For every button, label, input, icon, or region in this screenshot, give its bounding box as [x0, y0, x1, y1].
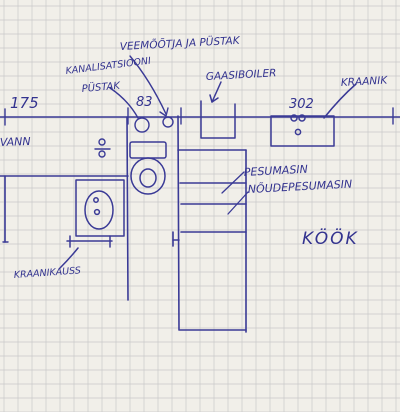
label-water-meter: VEEMÕÕTJA JA PÜSTAK	[119, 34, 241, 53]
kitchen-counter-left	[177, 115, 180, 331]
right-sink-arrow	[323, 83, 357, 119]
right-faucet-b	[298, 114, 306, 122]
boiler-arrow	[211, 81, 222, 103]
bath-tap-a	[98, 138, 106, 146]
label-dim-175: 175	[10, 94, 39, 112]
washbasin-drain	[93, 208, 101, 216]
dishwasher-arrow	[227, 191, 249, 215]
boiler-arrowhead	[209, 94, 219, 103]
toilet-seat	[139, 168, 157, 188]
right-drain	[294, 128, 302, 136]
right-sink-basin	[270, 115, 335, 147]
sewer-riser-circle	[134, 117, 150, 133]
toilet-symbol	[129, 141, 167, 195]
label-dim-83: 83	[136, 95, 153, 110]
toilet-tank	[129, 141, 167, 159]
dimension-ticks	[4, 107, 394, 126]
label-dim-302: 302	[289, 97, 314, 112]
label-arrows	[221, 171, 249, 215]
label-sewer-riser-2: PÜSTAK	[81, 79, 122, 95]
bath-tap-b	[98, 150, 106, 158]
right-sink-symbol	[270, 83, 357, 147]
washbasin-frame	[75, 179, 125, 237]
label-sewer-riser-1: KANALISATSIOONI	[65, 56, 152, 77]
boiler-box	[200, 100, 236, 139]
washbasin-tap	[93, 197, 99, 203]
water-riser-arrowhead	[159, 107, 169, 117]
partition-wall	[126, 116, 129, 301]
riser-symbols	[109, 55, 174, 133]
label-washing-machine: PESUMASIN	[243, 163, 308, 179]
label-kitchen: KÖÖK	[302, 227, 359, 249]
gas-boiler-symbol	[200, 81, 236, 139]
washbasin-symbol	[59, 179, 125, 269]
washbasin-bowl	[84, 190, 114, 230]
label-bath: VANN	[0, 135, 31, 149]
water-riser-arrow	[129, 55, 167, 115]
label-dishwasher: NÕUDEPESUMASIN	[247, 178, 352, 196]
label-faucet-right: KRAANIK	[341, 75, 389, 89]
washbasin-label-arrow	[59, 247, 79, 269]
label-gas-boiler: GAASIBOILER	[206, 67, 277, 83]
water-riser-circle	[162, 116, 174, 128]
sewer-riser-arrow	[109, 87, 139, 119]
toilet-bowl	[130, 157, 166, 195]
bath-fixture	[2, 138, 111, 243]
right-faucet-a	[290, 114, 298, 122]
washer-arrow	[221, 171, 245, 194]
label-washbasin: KRAANIKAUSS	[13, 265, 81, 281]
